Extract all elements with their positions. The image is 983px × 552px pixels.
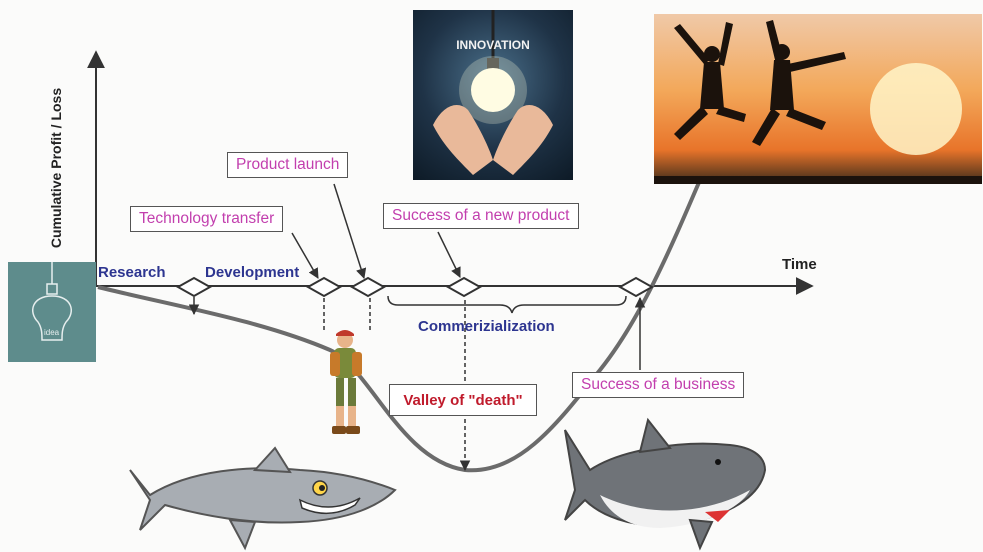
- success-sunset-image: [654, 14, 982, 184]
- phase-commercialization: Commerizialization: [418, 318, 555, 335]
- box-new-product-success: Success of a new product: [383, 203, 579, 229]
- box-technology-transfer: Technology transfer: [130, 206, 284, 232]
- jumping-people-silhouette: [654, 20, 982, 184]
- hands-lightbulb-icon: [433, 10, 553, 175]
- milestone-diamonds: [175, 276, 655, 298]
- hiker-illustration: [330, 330, 362, 434]
- phase-development: Development: [205, 264, 300, 281]
- y-axis-label-wrap: Cumulative Profit / Loss: [26, 68, 86, 268]
- diamond-technology-transfer: [305, 276, 343, 298]
- phase-research: Research: [98, 264, 166, 281]
- arrow-tech-transfer: [291, 232, 319, 279]
- idea-tile-text: idea: [44, 328, 60, 337]
- diamond-research: [175, 276, 213, 298]
- x-axis-label: Time: [782, 256, 817, 273]
- idea-lightbulb-image: idea: [8, 262, 96, 362]
- diamond-business: [617, 276, 655, 298]
- innovation-image: INNOVATION: [413, 10, 573, 180]
- diamond-product-launch: [349, 276, 387, 298]
- arrow-product-launch: [333, 183, 367, 280]
- left-shark-illustration: [129, 446, 397, 551]
- lightbulb-icon: [32, 262, 72, 341]
- diamond-new-product: [445, 276, 483, 298]
- valley-of-death-box: Valley of "death": [389, 384, 537, 416]
- box-product-launch: Product launch: [227, 152, 349, 178]
- y-axis-label: Cumulative Profit / Loss: [48, 87, 64, 249]
- box-business-success: Success of a business: [572, 372, 745, 398]
- right-shark-illustration: [564, 417, 767, 551]
- innovation-caption: INNOVATION: [456, 38, 530, 52]
- arrow-new-product: [437, 231, 461, 278]
- commercialization-brace: [387, 295, 627, 314]
